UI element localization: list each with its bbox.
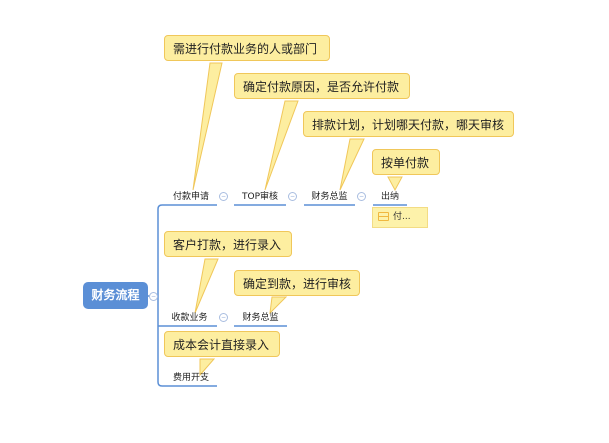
collapse-icon[interactable]: − <box>149 292 158 301</box>
collapse-icon[interactable]: − <box>219 192 228 201</box>
note-text: 付... <box>393 212 411 222</box>
topic-payment-request[interactable]: 付款申请 <box>172 192 209 202</box>
callout-note[interactable]: 确定付款原因，是否允许付款 <box>234 73 410 99</box>
collapse-icon[interactable]: − <box>219 313 228 322</box>
callout-note[interactable]: 客户打款，进行录入 <box>164 231 292 257</box>
callout-tail <box>387 176 403 192</box>
callout-note[interactable]: 排款计划，计划哪天付款，哪天审核 <box>303 111 514 137</box>
topic-finance-director[interactable]: 财务总监 <box>242 313 279 323</box>
callout-note[interactable]: 确定到款，进行审核 <box>234 270 360 296</box>
callout-tail <box>194 258 219 314</box>
callout-tail <box>264 100 299 191</box>
collapse-icon[interactable]: − <box>357 192 366 201</box>
topic-finance-director[interactable]: 财务总监 <box>311 192 348 202</box>
topic-cashier[interactable]: 出纳 <box>380 192 399 202</box>
callout-note[interactable]: 需进行付款业务的人或部门 <box>164 35 330 61</box>
callout-tail <box>269 296 288 315</box>
topic-top-review[interactable]: TOP审核 <box>241 192 278 202</box>
callout-tail <box>192 62 223 191</box>
callout-tail <box>339 138 365 191</box>
callout-note[interactable]: 按单付款 <box>372 149 440 175</box>
topic-expenses[interactable]: 费用开支 <box>172 373 209 383</box>
collapse-icon[interactable]: − <box>288 192 297 201</box>
note-icon <box>378 212 389 221</box>
callout-tail <box>199 358 216 377</box>
topic-receivables[interactable]: 收款业务 <box>171 313 208 323</box>
callout-note[interactable]: 成本会计直接录入 <box>164 331 280 357</box>
note-card[interactable]: 付... <box>372 207 428 228</box>
root-topic[interactable]: 财务流程 <box>83 282 148 309</box>
